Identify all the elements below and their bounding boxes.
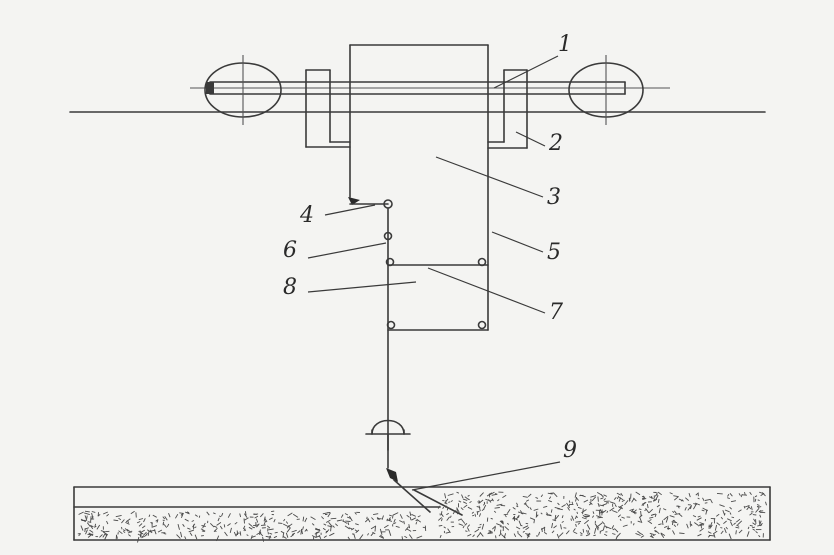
leader-6 [307,242,387,259]
leader-1 [493,55,559,89]
right-bracket [487,69,528,149]
callout-6: 6 [283,238,297,263]
soil-texture [77,491,767,543]
main-frame [349,44,489,331]
left-wheel [204,55,282,125]
callout-3: 3 [547,185,561,210]
tool-holder [365,419,431,513]
callout-2: 2 [549,131,563,156]
leader-3 [435,156,544,198]
soil-layers [73,486,771,543]
leader-4 [324,204,376,216]
callout-4: 4 [300,203,314,228]
callout-9: 9 [563,438,577,463]
leader-2 [515,131,546,147]
box-8 [385,257,489,331]
leader-5 [491,231,544,253]
axle [190,81,670,95]
leader-9 [411,461,561,491]
leader-7 [427,267,546,314]
callout-8: 8 [283,275,297,300]
callout-5: 5 [547,240,561,265]
hinge-link [348,197,393,451]
soil-hatch-left [76,509,456,538]
callout-1: 1 [558,32,572,57]
leader-lines [307,55,561,491]
right-wheel [568,55,644,125]
left-bracket [305,69,351,148]
leader-8 [307,281,417,293]
callout-7: 7 [549,300,563,325]
